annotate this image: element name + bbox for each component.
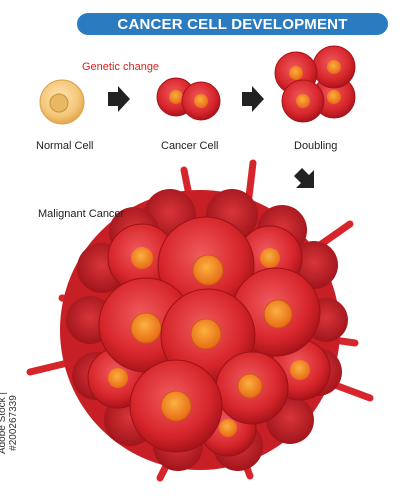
genetic-change-label: Genetic change bbox=[82, 61, 160, 73]
normal-cell bbox=[39, 79, 85, 125]
title-banner: CANCER CELL DEVELOPMENT bbox=[77, 13, 388, 35]
doubling-label: Doubling bbox=[294, 140, 338, 152]
cancer-cell-label: Cancer Cell bbox=[161, 140, 219, 152]
title: CANCER CELL DEVELOPMENT bbox=[117, 15, 348, 33]
malignant-cancer-label: Malignant Cancer bbox=[38, 208, 125, 220]
arrow-right-icon bbox=[242, 86, 264, 112]
arrow-right-icon bbox=[108, 86, 130, 112]
doubling-cluster bbox=[274, 45, 356, 123]
arrow-down-left-icon bbox=[294, 168, 314, 188]
normal-cell-label: Normal Cell bbox=[36, 140, 94, 152]
stock-id-watermark: Adobe Stock | #200267339 bbox=[0, 392, 19, 455]
malignant-tumor bbox=[26, 159, 374, 482]
cancer-cell bbox=[156, 77, 221, 121]
